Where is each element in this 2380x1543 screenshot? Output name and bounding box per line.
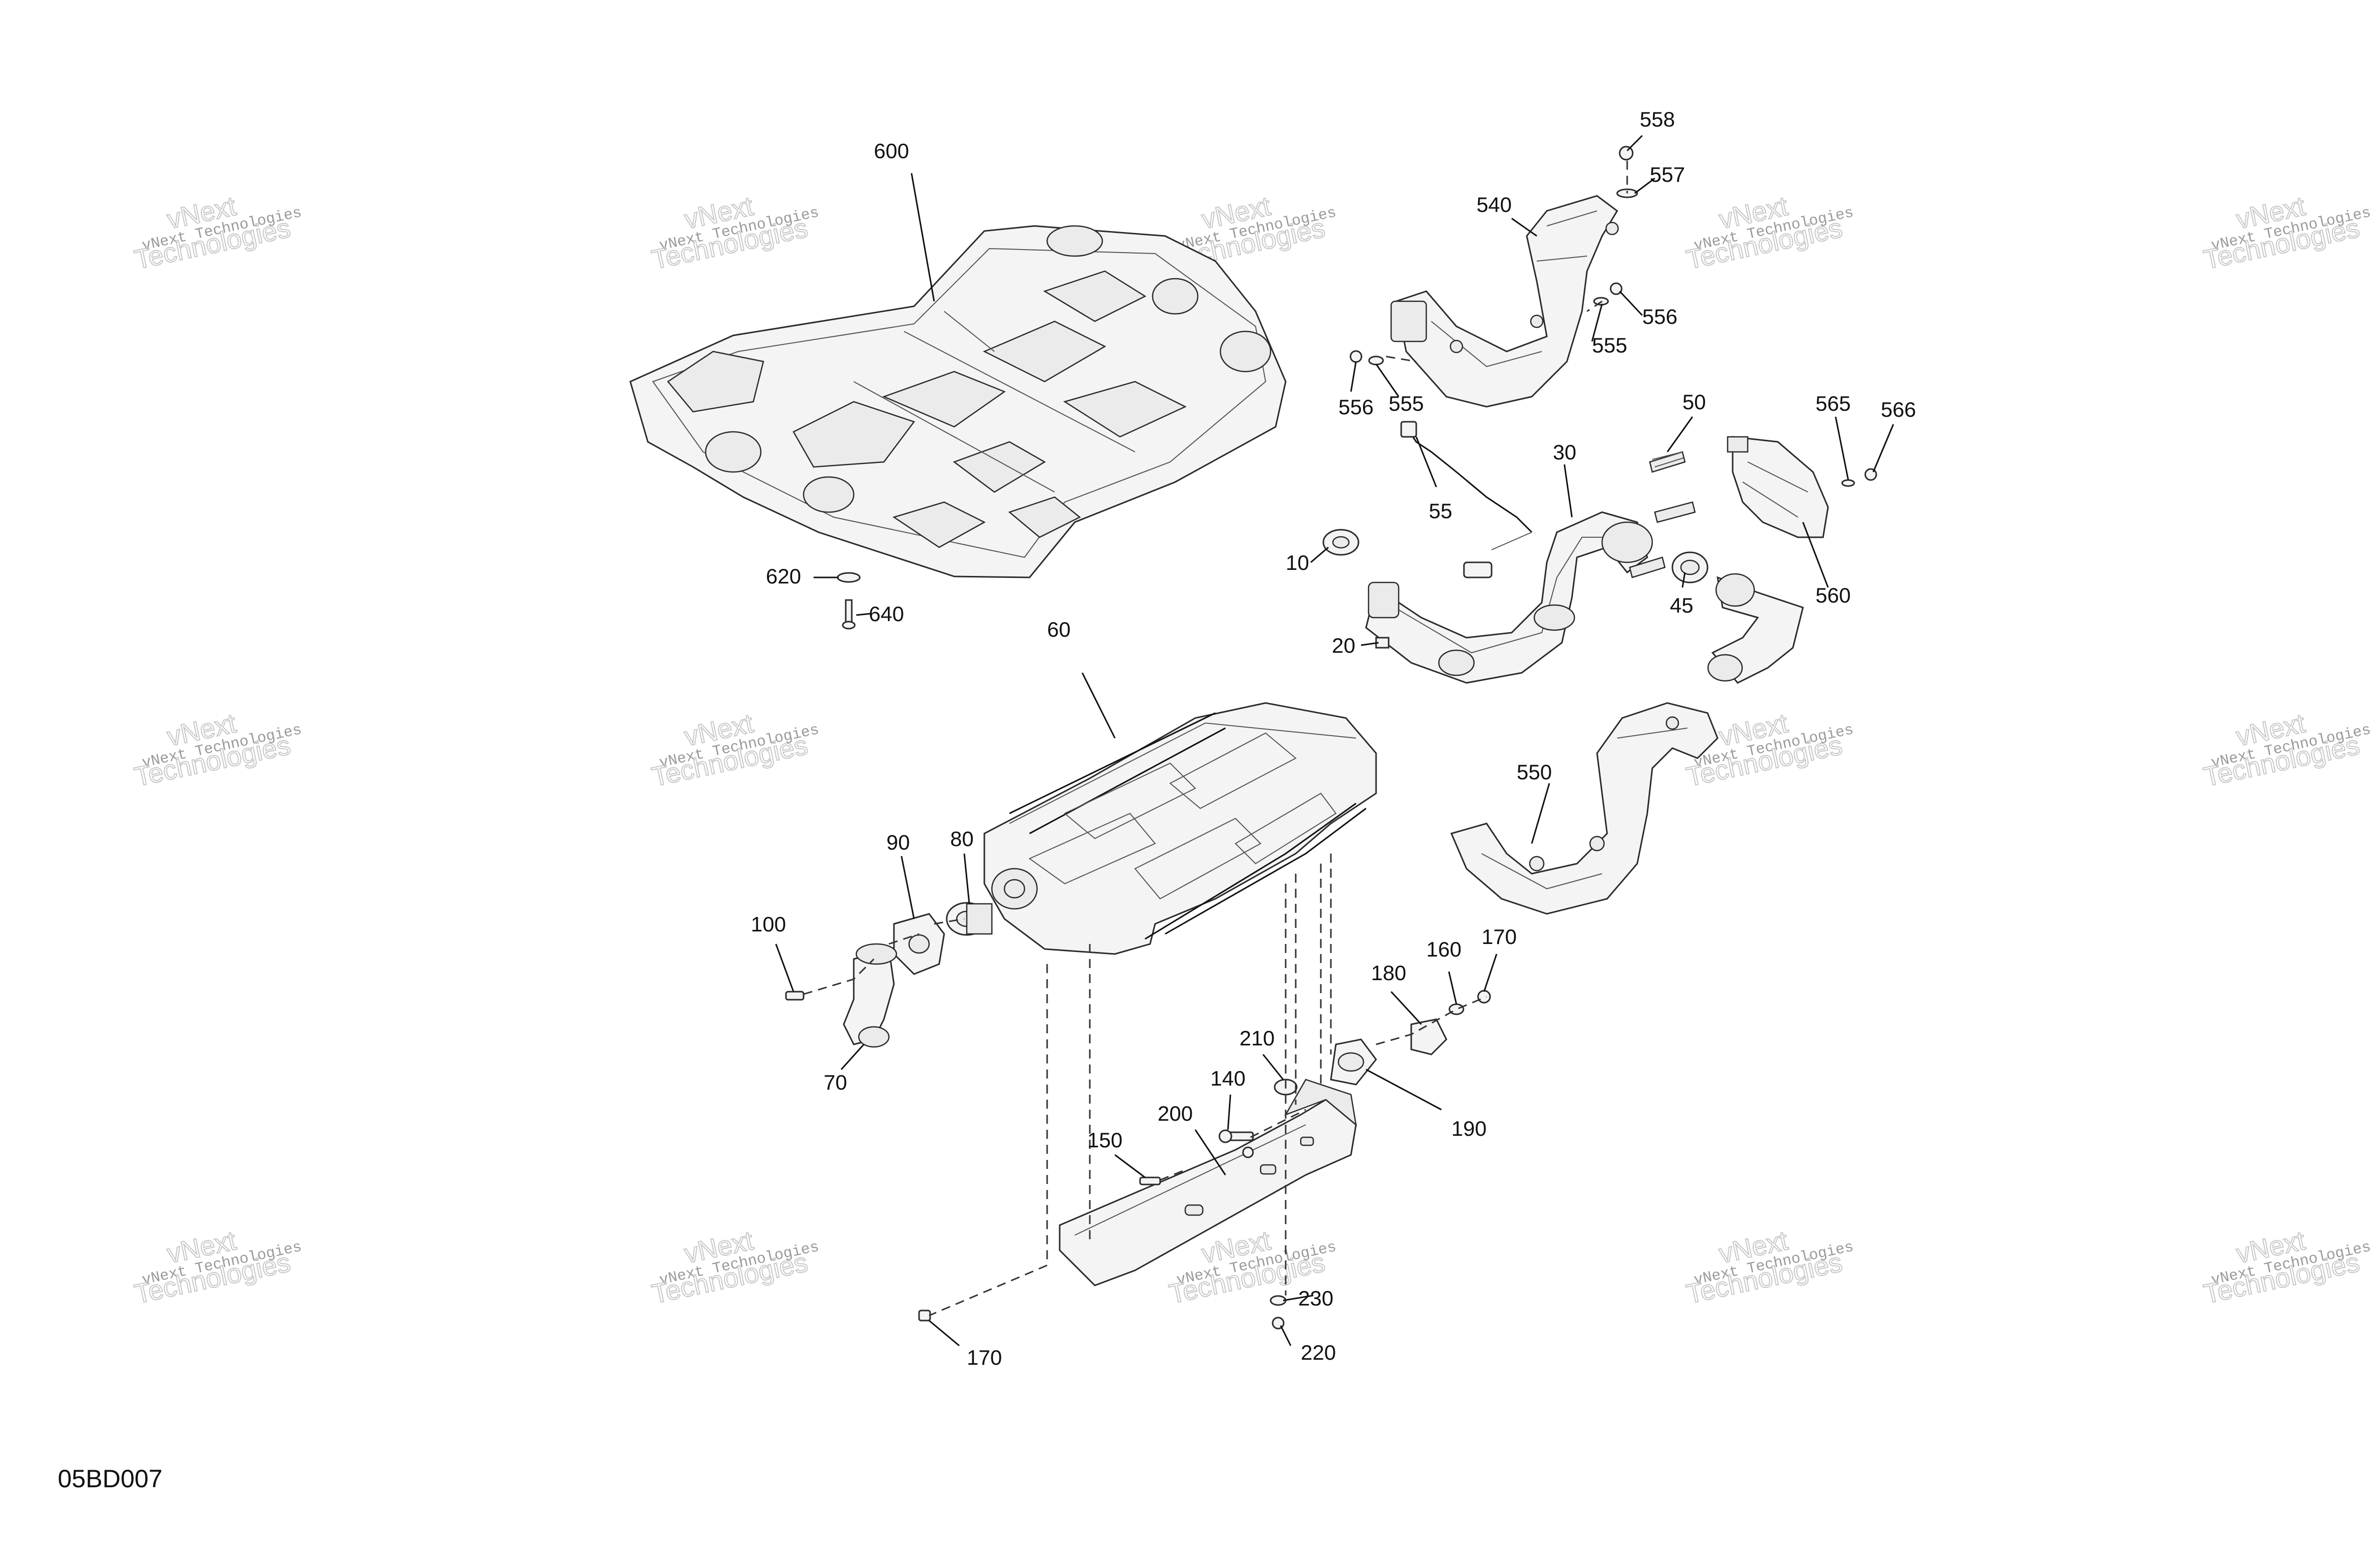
callout-55: 55 (1429, 499, 1452, 523)
heat-shield-540 (1390, 195, 1619, 408)
callout-45: 45 (1670, 594, 1693, 617)
callout-10: 10 (1286, 551, 1309, 574)
callout-30: 30 (1553, 440, 1576, 464)
spring-50 (1629, 451, 1696, 578)
callout-556-a: 556 (1642, 305, 1677, 328)
washer-555-b (1368, 355, 1384, 366)
document-id: 05BD007 (58, 1465, 163, 1493)
washer-620 (837, 572, 861, 583)
callout-550: 550 (1517, 760, 1552, 784)
callout-190: 190 (1451, 1117, 1487, 1140)
callout-230: 230 (1298, 1286, 1333, 1310)
isolator-190 (1330, 1038, 1377, 1086)
inlet-pipe-70 (843, 943, 897, 1048)
callout-60: 60 (1047, 618, 1071, 641)
heat-shield-550 (1450, 702, 1719, 915)
callout-200: 200 (1158, 1102, 1193, 1125)
callout-80: 80 (950, 827, 974, 851)
callout-100: 100 (751, 912, 786, 936)
skid-plate-600 (629, 225, 1287, 578)
callout-540: 540 (1477, 193, 1512, 216)
callout-555-b: 555 (1389, 392, 1424, 415)
callout-50: 50 (1682, 390, 1706, 414)
heat-shield-560 (1727, 436, 1829, 538)
callout-labels: 600 620 640 540 558 557 556 555 556 555 … (751, 107, 1916, 1369)
callout-220: 220 (1301, 1341, 1336, 1364)
bolt-140 (1218, 1129, 1254, 1143)
callout-600: 600 (874, 139, 909, 163)
washer-565 (1841, 479, 1855, 487)
bolt-170-b (918, 1310, 931, 1322)
callout-557: 557 (1650, 163, 1685, 186)
nut-140-b (1242, 1146, 1254, 1158)
elbow-pipe (1707, 573, 1804, 684)
nut-170-a (1477, 990, 1491, 1004)
oxygen-sensor-55 (1400, 421, 1533, 578)
clamp-180 (1410, 1018, 1447, 1055)
bracket-200 (1059, 1079, 1357, 1286)
gasket-80 (946, 902, 993, 936)
callout-90: 90 (886, 830, 910, 854)
callout-210: 210 (1239, 1026, 1275, 1050)
exhaust-pipe-30 (1365, 511, 1653, 684)
callout-555-a: 555 (1592, 333, 1627, 357)
callout-566: 566 (1881, 398, 1916, 421)
callout-170-b: 170 (967, 1346, 1002, 1369)
callout-565: 565 (1816, 392, 1851, 415)
leader-lines (775, 135, 1894, 1347)
callout-150: 150 (1087, 1128, 1122, 1152)
callout-20: 20 (1332, 634, 1355, 657)
callout-560: 560 (1816, 583, 1851, 607)
callout-620: 620 (766, 564, 801, 588)
assembly-dash-lines (803, 161, 1628, 1317)
nut-556-b (1349, 350, 1363, 363)
callout-180: 180 (1371, 961, 1406, 985)
gasket-10 (1322, 529, 1359, 556)
callout-170-a: 170 (1482, 925, 1517, 948)
bolt-640 (842, 599, 856, 630)
bolt-150 (1139, 1176, 1161, 1185)
gasket-45 (1671, 551, 1709, 583)
callout-640: 640 (869, 602, 904, 626)
callout-140: 140 (1210, 1066, 1245, 1090)
muffler-60 (983, 702, 1377, 955)
callout-558: 558 (1640, 107, 1675, 131)
callout-556-b: 556 (1338, 395, 1374, 419)
nut-556-a (1610, 282, 1623, 295)
callout-160: 160 (1426, 937, 1461, 961)
bolt-100 (785, 991, 805, 1001)
nut-558 (1619, 146, 1634, 161)
callout-70: 70 (824, 1071, 847, 1094)
